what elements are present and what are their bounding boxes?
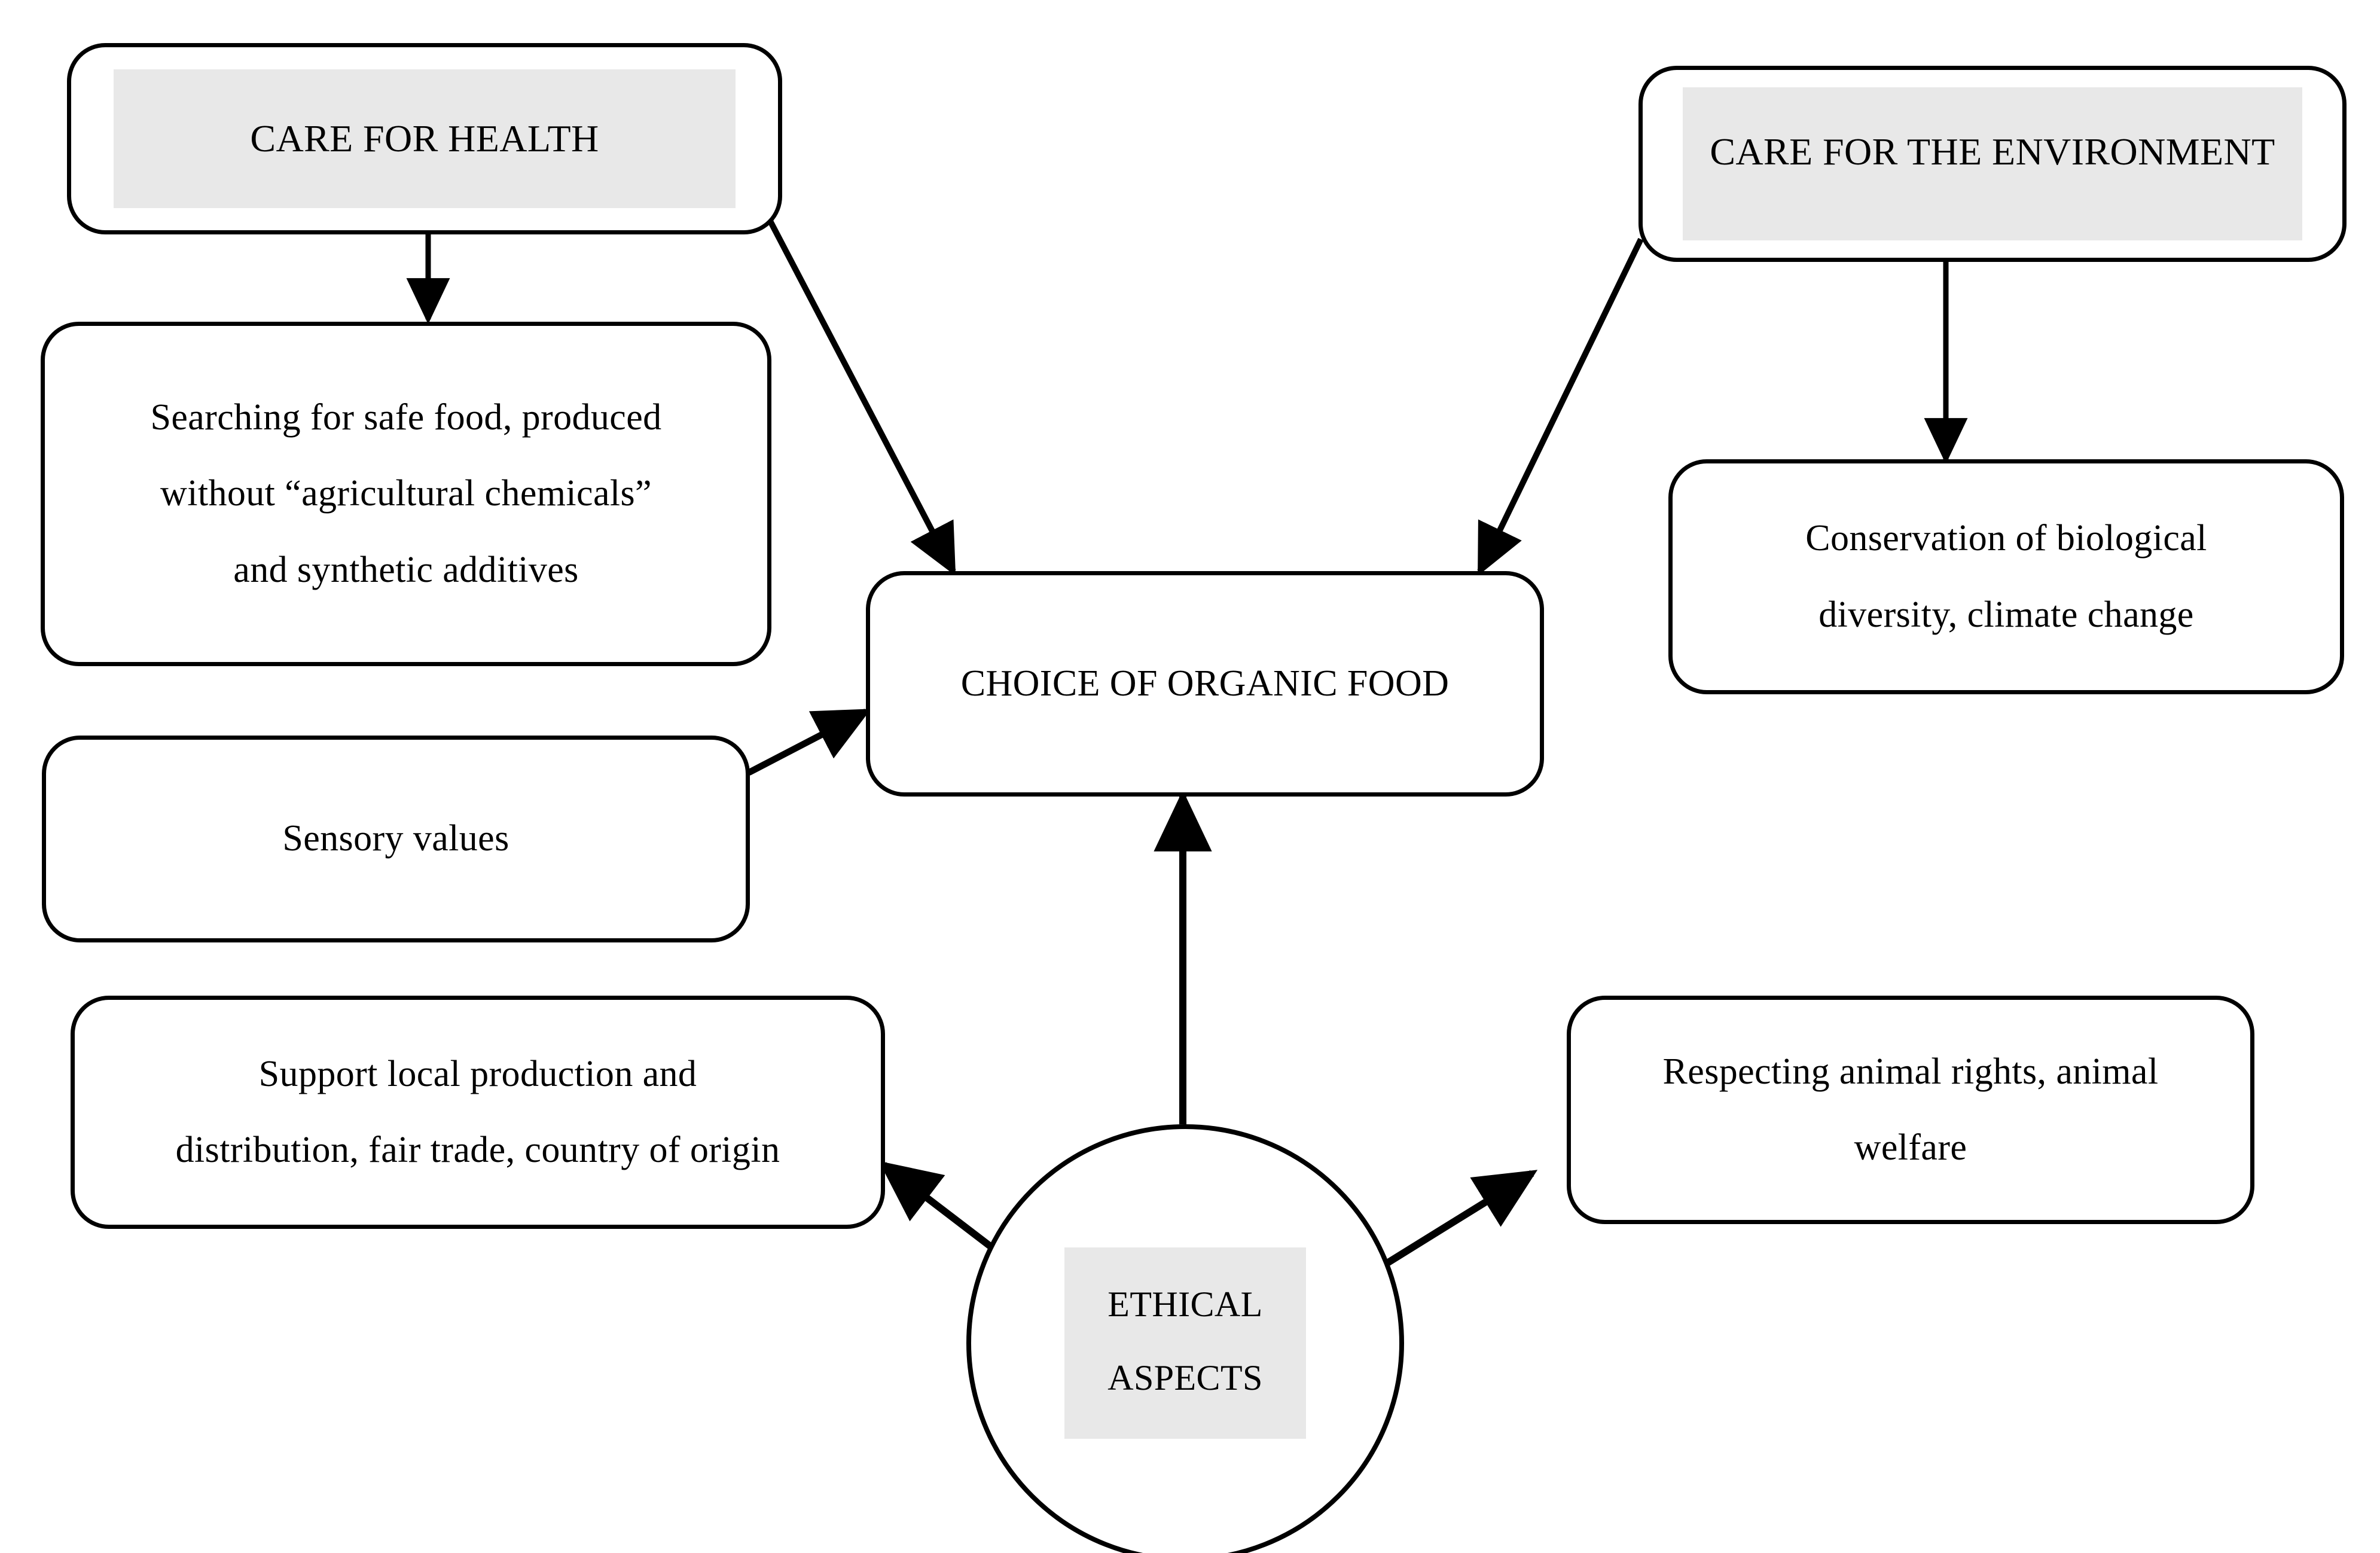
node-ethical-aspects-label: ETHICAL ASPECTS — [1064, 1247, 1306, 1439]
node-support-local[interactable]: Support local production and distributio… — [71, 996, 885, 1229]
node-conservation[interactable]: Conservation of biological diversity, cl… — [1668, 459, 2344, 694]
edge-environment-to-choice — [1477, 237, 1644, 576]
node-choice-of-organic-food[interactable]: CHOICE OF ORGANIC FOOD — [866, 571, 1544, 797]
node-sensory-values[interactable]: Sensory values — [42, 736, 750, 942]
node-animal-rights-label: Respecting animal rights, animal welfare — [1662, 1051, 2159, 1168]
node-support-local-label: Support local production and distributio… — [175, 1053, 780, 1170]
node-care-for-environment-label: CARE FOR THE ENVIRONMENT — [1683, 87, 2302, 240]
node-sensory-values-label: Sensory values — [282, 818, 509, 859]
node-safe-food[interactable]: Searching for safe food, produced withou… — [41, 322, 771, 666]
node-care-for-health-label: CARE FOR HEALTH — [114, 69, 736, 208]
edge-health-to-choice — [765, 215, 956, 576]
node-safe-food-label: Searching for safe food, produced withou… — [150, 397, 662, 590]
edge-sensory-to-choice — [747, 709, 871, 776]
node-choice-of-organic-food-label: CHOICE OF ORGANIC FOOD — [960, 663, 1450, 704]
edge-ethical-to-support — [878, 1161, 995, 1251]
edge-ethical-to-animal — [1385, 1170, 1538, 1267]
node-ethical-aspects[interactable]: ETHICAL ASPECTS — [966, 1124, 1404, 1553]
node-conservation-label: Conservation of biological diversity, cl… — [1805, 518, 2207, 635]
node-care-for-environment[interactable]: CARE FOR THE ENVIRONMENT — [1638, 66, 2347, 262]
node-care-for-health[interactable]: CARE FOR HEALTH — [67, 43, 782, 234]
node-animal-rights[interactable]: Respecting animal rights, animal welfare — [1567, 996, 2254, 1224]
